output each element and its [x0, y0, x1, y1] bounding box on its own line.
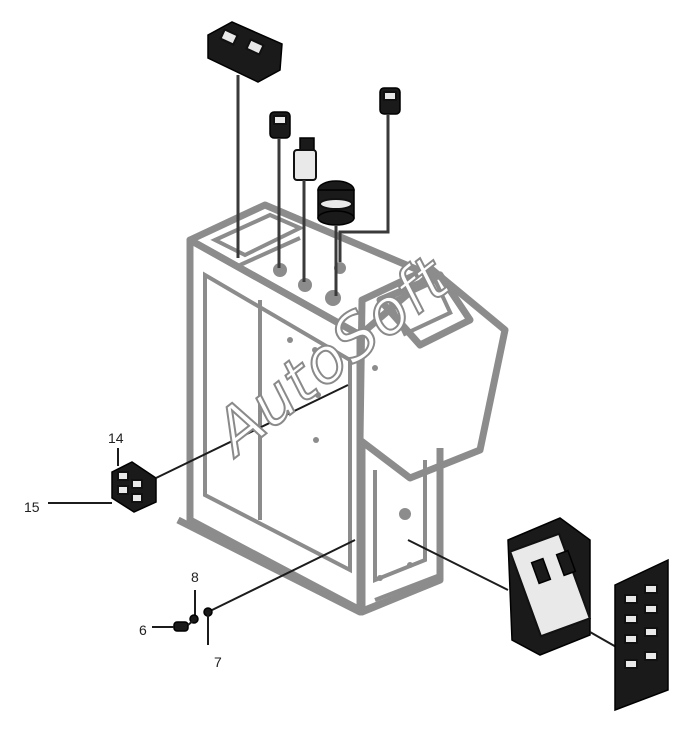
right-circuit-card — [614, 558, 669, 712]
callout-8: 8 — [191, 569, 199, 585]
top-sensor — [293, 137, 317, 282]
cabinet-frame — [176, 201, 509, 616]
top-round-plug — [317, 180, 355, 296]
fastener-assembly — [152, 539, 356, 645]
top-connector-a — [269, 111, 291, 268]
right-control-module — [407, 517, 619, 656]
top-double-switch — [207, 21, 283, 258]
watermark-text: AutoSoft — [198, 240, 464, 471]
callout-14: 14 — [108, 430, 124, 446]
switch-part-14 — [48, 384, 349, 513]
callout-15: 15 — [24, 499, 40, 515]
callout-6: 6 — [139, 622, 147, 638]
top-connector-b — [338, 87, 401, 262]
callout-7: 7 — [214, 654, 222, 670]
